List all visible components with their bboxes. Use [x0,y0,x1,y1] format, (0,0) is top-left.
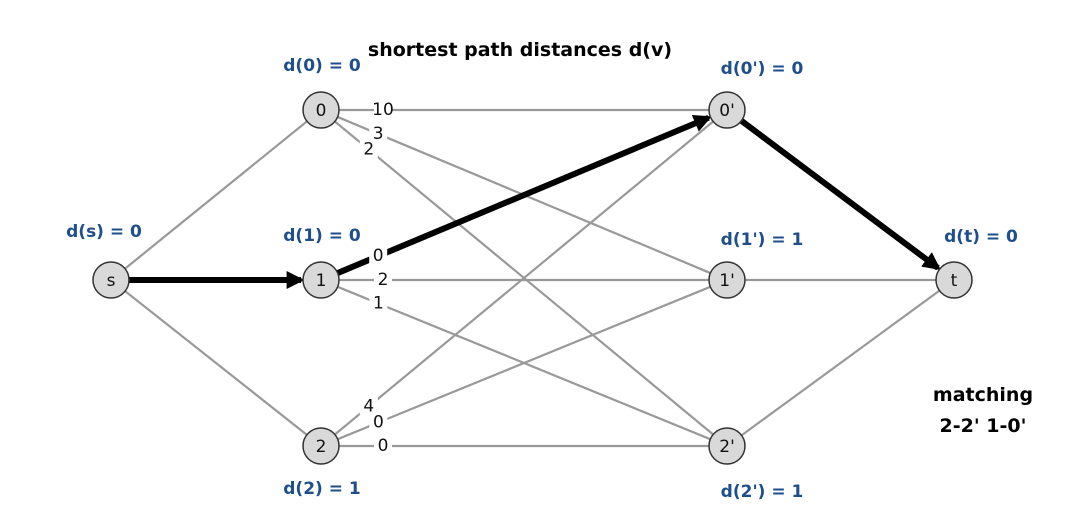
edges [124,108,941,448]
diagram-title: shortest path distances d(v) [368,39,672,61]
edge-weight-2-1p: 0 [373,413,384,433]
edge-s-0 [124,120,308,270]
node-t: t [935,261,973,299]
node-2: 2 [302,427,340,465]
node-circle [708,91,746,129]
nodes: s 0 1 2 0' 1' 2' t [92,91,973,465]
distance-label-t: d(t) = 0 [944,227,1018,247]
edge-2p-t [740,289,941,437]
edge-weight-0-2p: 2 [363,140,374,160]
node-label: 2' [719,437,735,457]
edge-weight-2-0p: 4 [363,396,374,416]
edge-weight-0-0p: 10 [372,100,394,120]
matching-heading: matching [933,384,1033,406]
node-label: 0' [719,101,735,121]
node-circle [302,91,340,129]
node-label: 1 [316,271,327,291]
distance-label-0: d(0) = 0 [283,56,361,76]
edge-weight-0-1p: 3 [373,124,384,144]
edge-weight-bg [359,139,378,160]
edge-weight-bg [374,270,392,290]
distance-label-1p: d(1') = 1 [721,230,804,250]
distance-label-2p: d(2') = 1 [721,482,804,502]
node-label: 0 [316,101,327,121]
edge-weight-1-1p: 2 [378,270,389,290]
node-circle [708,261,746,299]
edge-0p-t [739,118,941,271]
node-1p: 1' [708,261,746,299]
edge-2-1p [337,285,711,441]
distance-label-2: d(2) = 1 [283,479,360,499]
node-circle [935,261,973,299]
edge-weight-bg [359,396,378,417]
node-0p: 0' [708,91,746,129]
edge-weight-bg [369,246,388,267]
node-label: 2 [316,437,327,457]
node-label: 1' [719,271,735,291]
edge-weight-bg [369,412,388,433]
distance-label-s: d(s) = 0 [66,222,142,242]
node-1: 1 [302,261,340,299]
distance-label-1: d(1) = 0 [283,226,361,246]
edge-weight-bg [369,293,388,314]
edge-weight-1-2p: 1 [373,293,384,313]
node-circle [92,261,130,299]
edge-2-0p [334,120,714,436]
node-circle [302,261,340,299]
node-0: 0 [302,91,340,129]
edge-s-2 [124,290,308,436]
node-s: s [92,261,130,299]
node-label: s [107,271,116,291]
edge-weight-bg [374,436,392,456]
node-label: t [951,271,958,291]
edge-weight-bg [374,100,392,120]
matching-pairs: 2-2' 1-0' [940,415,1027,437]
distance-labels: d(s) = 0 d(0) = 0 d(1) = 0 d(2) = 1 d(0') = … [66,56,1018,502]
node-circle [302,427,340,465]
edge-weight-bg [369,123,388,144]
edge-weight-1-0p: 0 [373,246,384,266]
node-2p: 2' [708,427,746,465]
distance-label-0p: d(0') = 0 [721,59,804,79]
node-circle [708,427,746,465]
edge-1-0p [336,114,712,276]
edge-weight-2-2p: 0 [378,436,389,456]
